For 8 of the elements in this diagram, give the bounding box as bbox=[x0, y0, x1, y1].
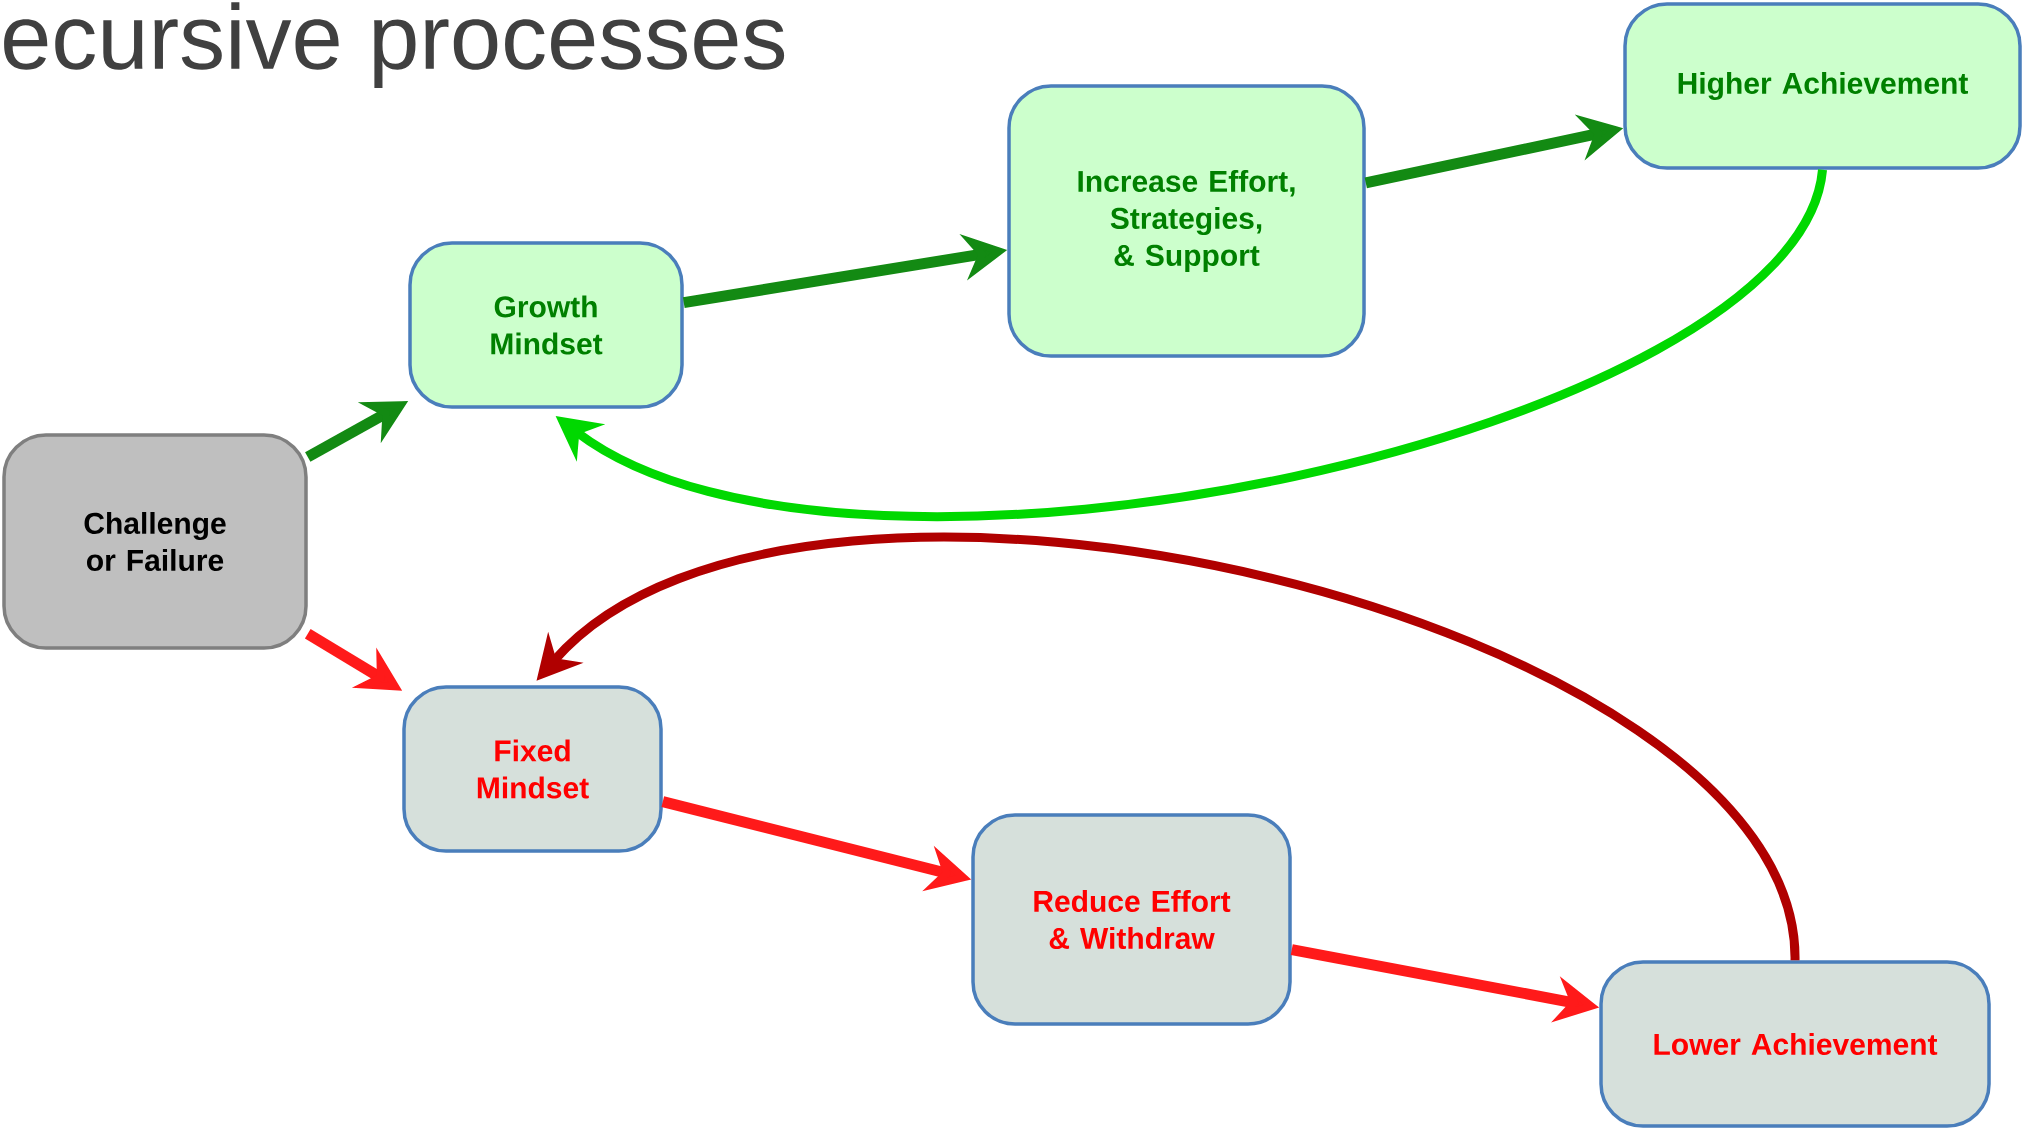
process-box: Fixed Mindset bbox=[402, 685, 663, 853]
process-box: Increase Effort, Strategies, & Support bbox=[1007, 84, 1366, 358]
process-box: Growth Mindset bbox=[408, 241, 684, 409]
process-box: Reduce Effort & Withdraw bbox=[971, 813, 1292, 1026]
title: ecursive processes bbox=[4, 2, 785, 88]
process-box: Lower Achievement bbox=[1599, 960, 1991, 1128]
process-box: Challenge or Failure bbox=[2, 433, 308, 650]
process-box: Higher Achievement bbox=[1623, 2, 2022, 170]
